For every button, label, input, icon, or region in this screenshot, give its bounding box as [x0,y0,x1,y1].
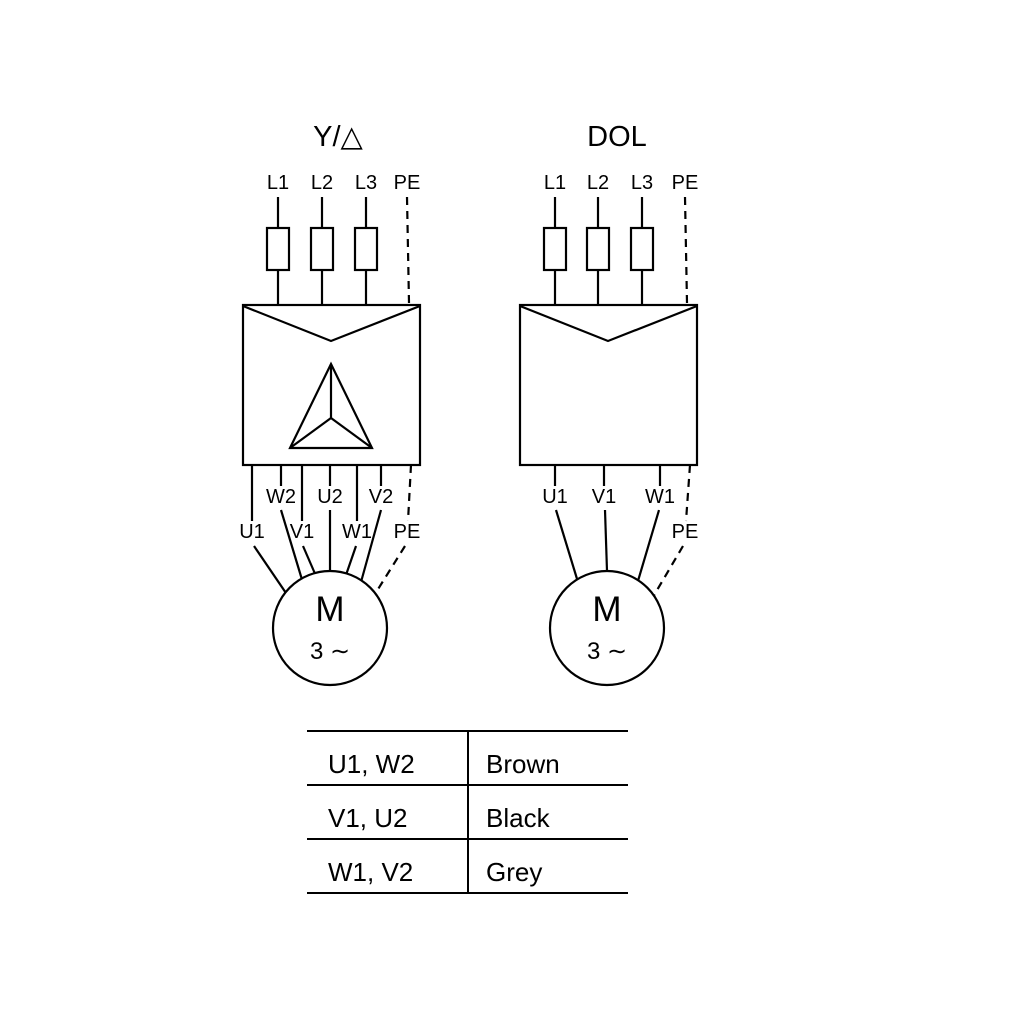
table-cell-color: Brown [486,749,560,779]
w1-wire-lower [633,509,661,592]
motor-letter: M [592,590,621,629]
w2-wire-lower [279,509,305,584]
pe-label-bottom: PE [394,521,421,543]
l2-label: L2 [587,172,609,194]
star-delta-title: Y/△ [313,121,363,153]
v1-wire-lower [603,509,609,572]
dol-diagram: DOL L1 L2 L3 PE U1 V1 W1 PE [518,121,699,687]
u2-label: U2 [317,486,343,508]
v2-wire-lower [359,509,383,583]
delta-symbol-ray-left [289,417,332,449]
l3-fuse [353,226,379,272]
v2-label: V2 [369,486,393,508]
pe-wire-mid [684,464,692,522]
v1-wire-lower [301,545,318,577]
l2-label: L2 [311,172,333,194]
color-table: U1, W2 Brown V1, U2 Black W1, V2 Grey [307,730,628,894]
l1-fuse [265,226,291,272]
table-cell-terminals: U1, W2 [328,749,415,779]
u1-wire-lower [253,545,289,597]
motor-circle [548,569,666,687]
u1-wire-lower [554,509,583,593]
u1-label: U1 [542,486,568,508]
delta-symbol-ray-right [330,417,373,449]
v1-label: V1 [290,521,314,543]
motor-circle [271,569,389,687]
table-row: W1, V2 Grey [328,857,542,887]
pe-wire-bottom [652,545,684,598]
star-delta-diagram: Y/△ L1 L2 L3 PE [239,121,422,687]
pe-label-top: PE [394,172,421,194]
starter-box [518,303,699,467]
l2-fuse [585,226,611,272]
starter-box-chevron [242,304,421,343]
l1-label: L1 [267,172,289,194]
u1-label: U1 [239,521,265,543]
table-cell-color: Grey [486,857,542,887]
pe-label-bottom: PE [672,521,699,543]
table-cell-terminals: W1, V2 [328,857,413,887]
l1-label: L1 [544,172,566,194]
motor-phase: 3 ∼ [587,638,627,665]
table-cell-terminals: V1, U2 [328,803,408,833]
table-row: U1, W2 Brown [328,749,560,779]
pe-label-top: PE [672,172,699,194]
motor-letter: M [315,590,344,629]
delta-symbol [288,361,374,450]
table-row: V1, U2 Black [328,803,551,833]
pe-wire-top [405,196,411,304]
starter-box [241,303,422,467]
pe-wire-bottom [374,545,406,595]
w1-label: W1 [645,486,675,508]
l2-fuse [309,226,335,272]
l1-fuse [542,226,568,272]
pe-wire-mid [406,464,413,522]
w1-label: W1 [342,521,372,543]
v1-label: V1 [592,486,616,508]
w2-label: W2 [266,486,296,508]
pe-wire-top [683,196,689,304]
w1-wire-lower [344,545,358,576]
l3-label: L3 [355,172,377,194]
dol-title: DOL [587,121,647,153]
l3-fuse [629,226,655,272]
motor-phase: 3 ∼ [310,638,350,665]
starter-box-chevron [519,304,698,343]
l3-label: L3 [631,172,653,194]
table-cell-color: Black [486,803,551,833]
